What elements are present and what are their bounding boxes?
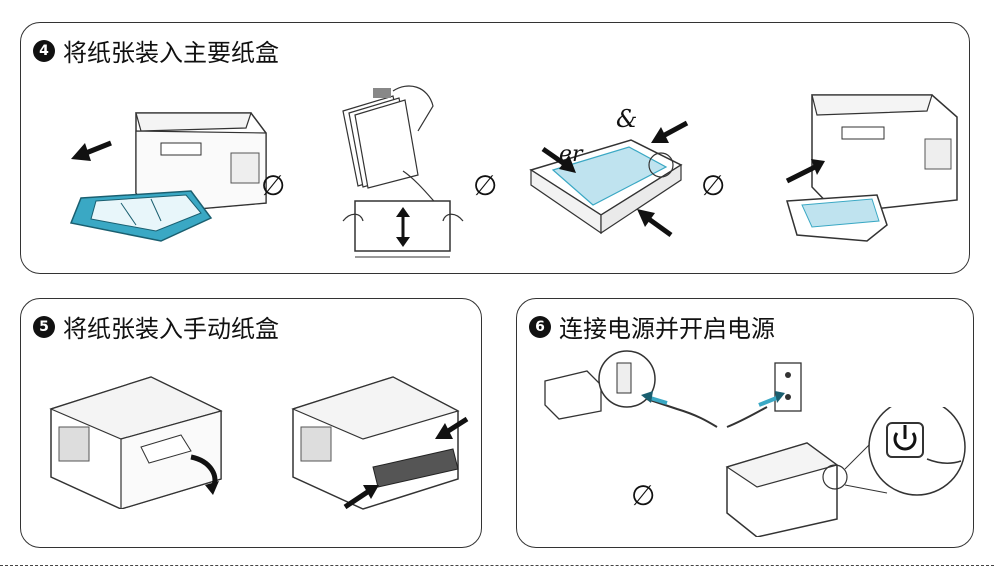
power-icon [886, 422, 924, 458]
arrow-guide-left-icon [541, 146, 576, 173]
step-5-title: 将纸张装入手动纸盒 [63, 315, 279, 343]
arrow-guide-bottom-icon [637, 209, 673, 238]
separator-1: ∅ [261, 169, 286, 202]
printer-power-button-illustration [725, 407, 966, 537]
bottom-dashed-separator [0, 565, 994, 566]
arrow-guide-top-icon [651, 120, 689, 143]
arrow-top-right-icon [435, 416, 469, 439]
plug-arrow-icon [641, 391, 668, 405]
outlet-arrow-icon [758, 391, 785, 407]
step-4-heading: 4 将纸张装入主要纸盒 [33, 33, 279, 68]
power-cord-connection-illustration [544, 350, 802, 428]
step-4-title: 将纸张装入主要纸盒 [63, 39, 279, 67]
up-down-arrow-icon [396, 207, 410, 247]
printer-manual-tray-open-illustration [49, 376, 223, 509]
step-5-number: 5 [33, 315, 55, 338]
separator-2: ∅ [473, 169, 498, 202]
step-4-panel: 4 将纸张装入主要纸盒 ∅ [20, 22, 970, 274]
curved-arrow-icon [190, 454, 219, 495]
tray-paper-guides-illustration: & er [529, 105, 689, 238]
step-6-panel: 6 连接电源并开启电源 ∅ [516, 298, 974, 548]
printer-tray-loaded-illustration [785, 94, 958, 242]
fan-paper-illustration [342, 85, 464, 258]
arrow-bottom-left-icon [343, 485, 379, 510]
arrow-left-icon [71, 140, 112, 161]
step-6-heading: 6 连接电源并开启电源 [529, 309, 775, 344]
wall-outlet-icon [774, 362, 802, 412]
step-5-panel: 5 将纸张装入手动纸盒 [20, 298, 482, 548]
printer-tray-open-illustration [69, 112, 267, 242]
step-5-heading: 5 将纸张装入手动纸盒 [33, 309, 279, 344]
printer-manual-tray-loaded-illustration [291, 376, 469, 510]
ampersand-callout: & [616, 105, 637, 133]
separator-3: ∅ [701, 169, 726, 202]
step-6-number: 6 [529, 315, 551, 338]
step-6-title: 连接电源并开启电源 [559, 315, 775, 343]
separator-4: ∅ [631, 479, 656, 512]
step-4-number: 4 [33, 39, 55, 62]
arrow-right-icon [785, 159, 825, 184]
